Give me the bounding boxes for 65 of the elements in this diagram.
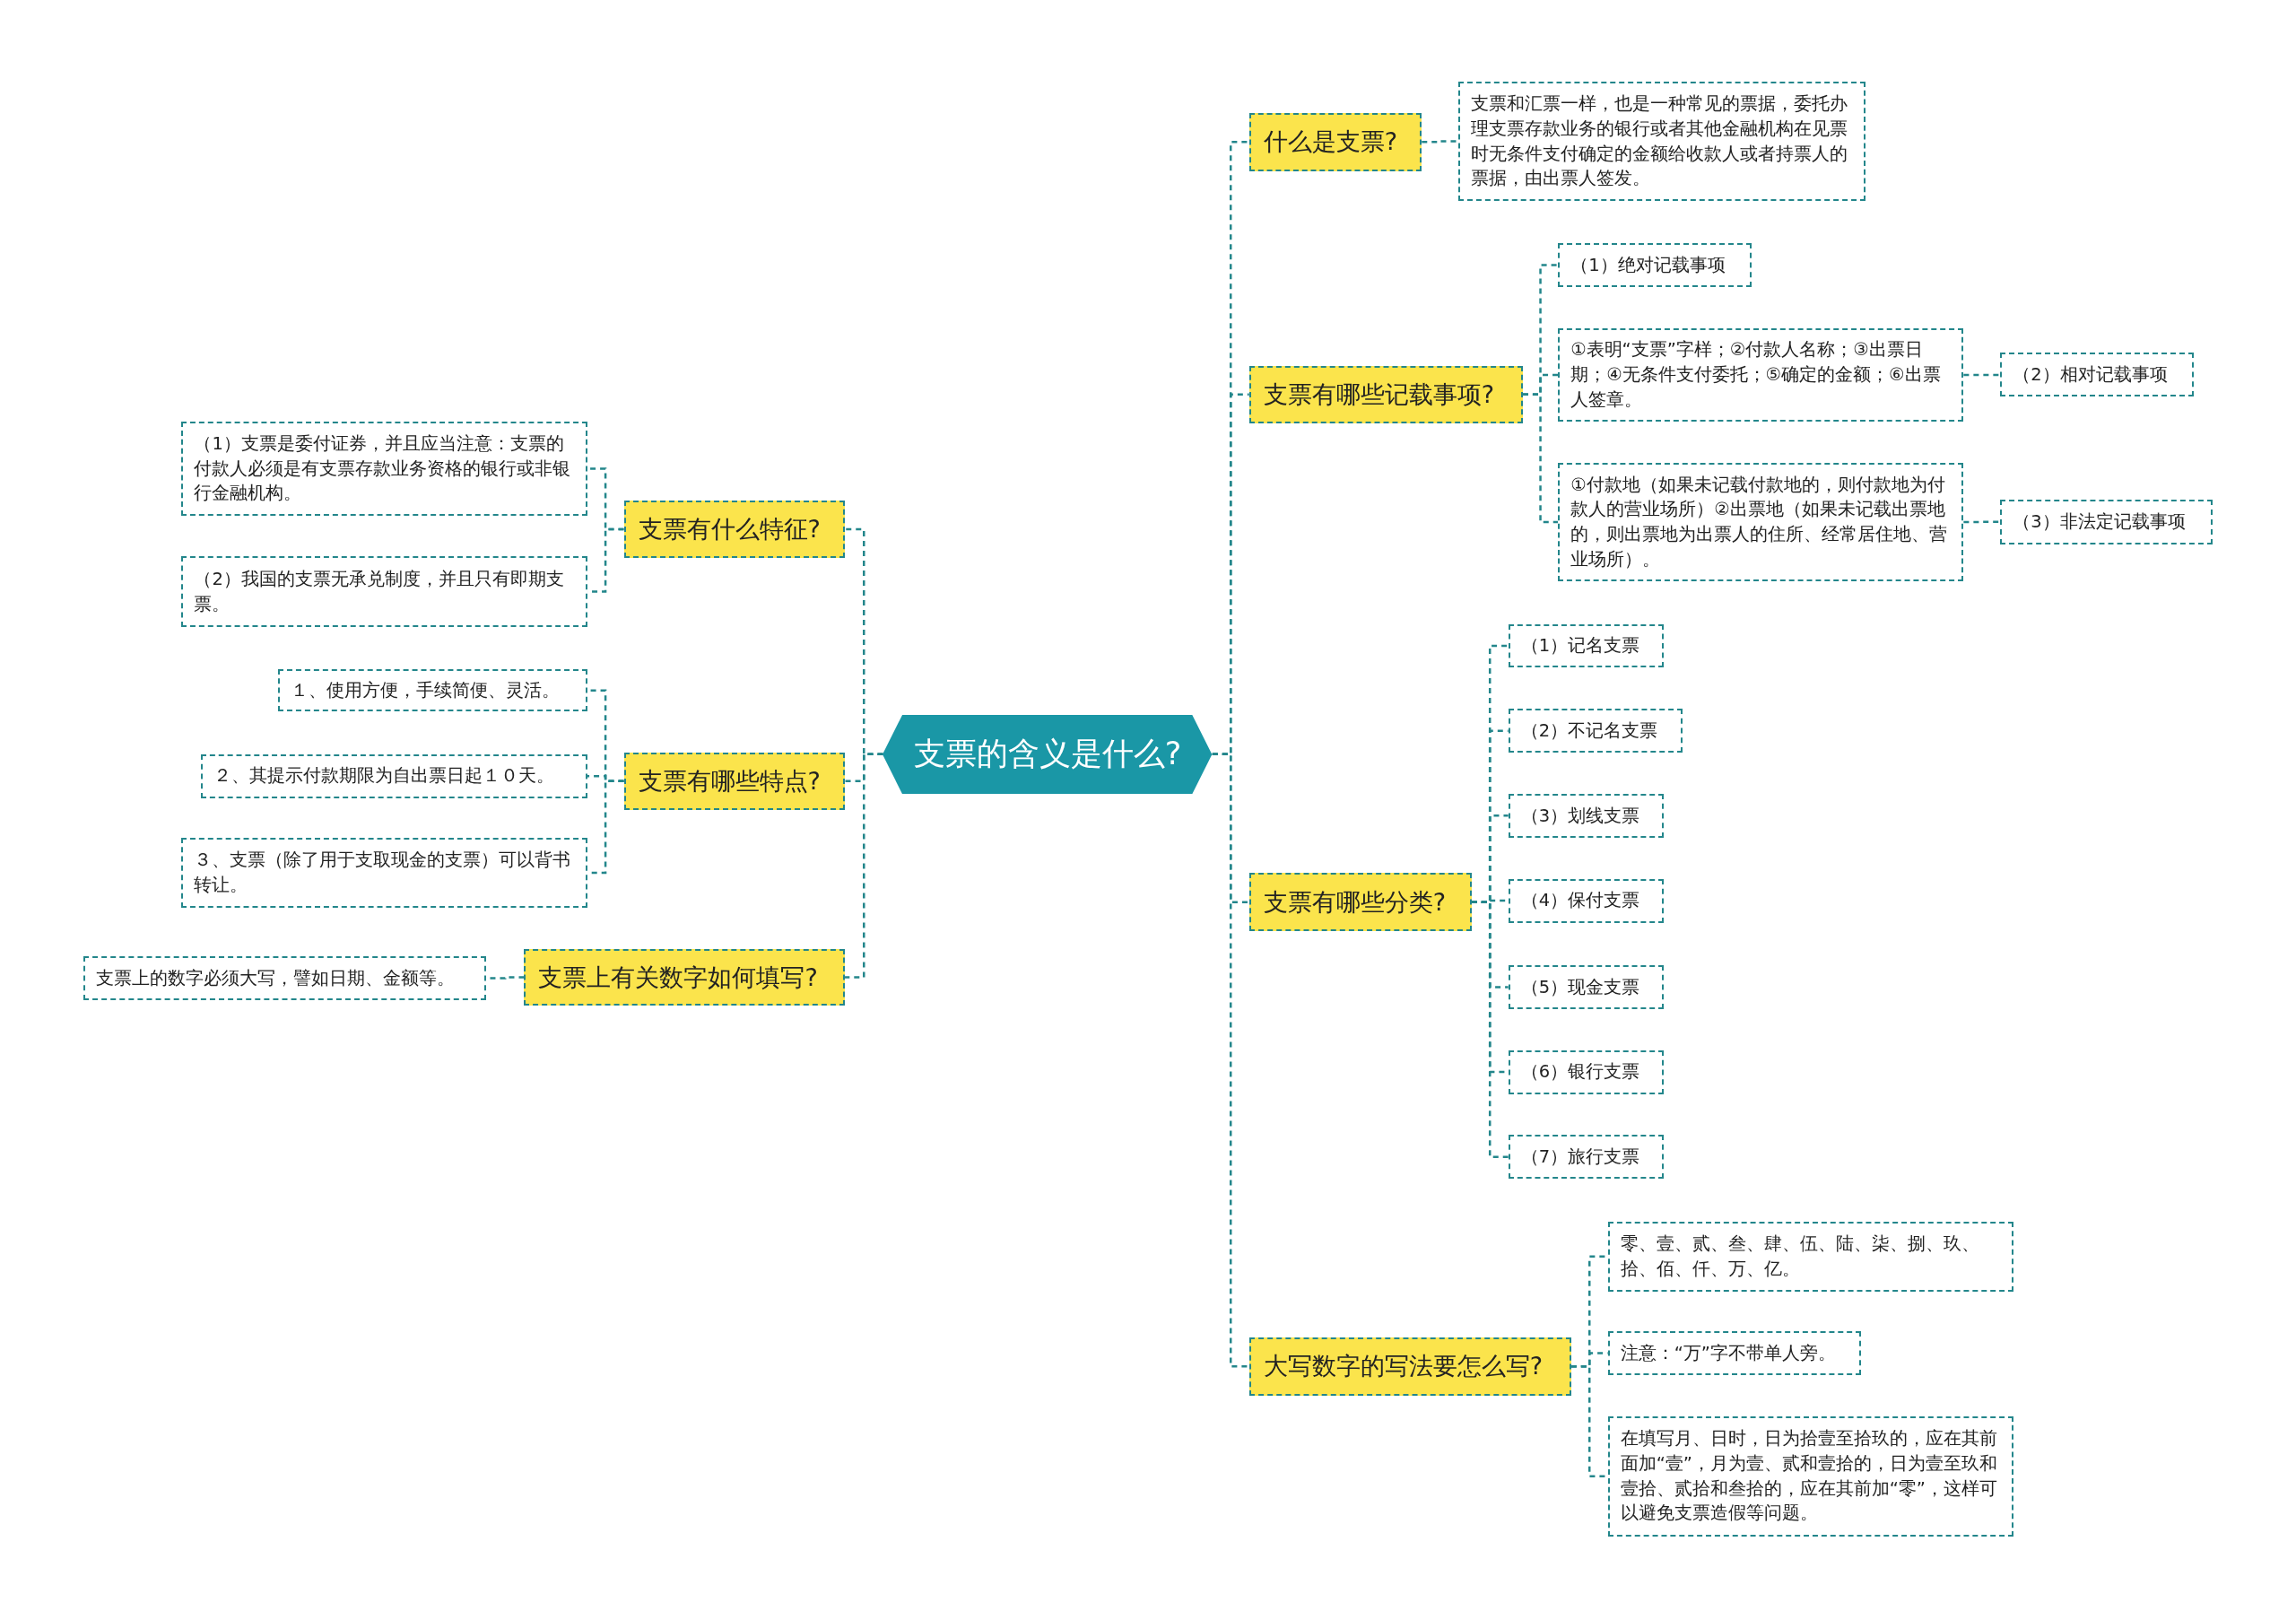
- topic-box: [1248, 873, 1472, 932]
- note-box: [1607, 1221, 2013, 1292]
- note-box: [83, 956, 486, 1001]
- note-box: [1607, 1331, 1862, 1376]
- topic-box: [1248, 112, 1422, 171]
- note-text: 零、壹、贰、叁、肆、伍、陆、柒、捌、玖、拾、佰、仟、万、亿。: [1620, 1232, 1980, 1281]
- connector-line: [1522, 393, 1559, 524]
- connector-line: [1963, 373, 2001, 377]
- note-text: １、使用方便，手续简便、灵活。: [291, 678, 561, 702]
- note-box: [1458, 82, 1866, 201]
- note-text: （7）旅行支票: [1520, 1145, 1640, 1169]
- note-text: 在填写月、日时，日为拾壹至拾玖的，应在其前面加“壹”，月为壹、贰和壹拾的，日为壹至玖和壹拾、贰拾和叁拾的，应在其前加“零”，这样可以避免支票造假等问题。: [1620, 1427, 1998, 1526]
- topic-text: 支票有哪些特点?: [638, 765, 821, 797]
- note-box: [278, 669, 587, 712]
- note-box: [1558, 243, 1752, 287]
- topic-text: 支票有哪些记载事项?: [1263, 379, 1494, 410]
- note-box: [1607, 1415, 2013, 1537]
- note-box: [1558, 327, 1964, 422]
- topic-box: [524, 948, 846, 1006]
- note-text: （3）划线支票: [1520, 804, 1640, 828]
- note-box: [1508, 709, 1683, 753]
- topic-text: 支票有什么特征?: [638, 514, 821, 545]
- note-text: （3）非法定记载事项: [2013, 510, 2186, 534]
- topic-box: [1248, 1337, 1571, 1396]
- note-box: [1508, 623, 1664, 668]
- note-text: ①付款地（如果未记载付款地的，则付款地为付款人的营业场所）②出票地（如果未记载出票地的，则出票地为出票人的住所、经常居住地、营业场所）。: [1570, 473, 1949, 571]
- note-text: （2）不记名支票: [1520, 719, 1658, 743]
- note-text: （1）记名支票: [1520, 634, 1640, 658]
- note-text: ３、支票（除了用于支取现金的支票）可以背书转让。: [194, 849, 572, 898]
- note-box: [1558, 462, 1964, 582]
- topic-text: 支票有哪些分类?: [1263, 886, 1446, 918]
- note-box: [181, 556, 587, 627]
- topic-text: 什么是支票?: [1263, 126, 1397, 158]
- note-text: （6）银行支票: [1520, 1060, 1640, 1084]
- note-box: [181, 422, 587, 516]
- note-box: [2000, 353, 2194, 397]
- note-box: [1508, 878, 1664, 923]
- note-box: [2000, 499, 2213, 545]
- note-box: [200, 753, 587, 798]
- note-text: （5）现金支票: [1520, 975, 1640, 999]
- topic-text: 大写数字的写法要怎么写?: [1263, 1351, 1543, 1382]
- topic-box: [623, 753, 845, 810]
- note-text: （1）绝对记载事项: [1570, 253, 1726, 277]
- note-text: 注意：“万”字不带单人旁。: [1620, 1341, 1836, 1365]
- note-box: [1508, 1050, 1664, 1094]
- note-text: （4）保付支票: [1520, 889, 1640, 913]
- connector-line: [1963, 520, 2001, 524]
- connector-line: [1212, 753, 1249, 1368]
- note-text: 支票和汇票一样，也是一种常见的票据，委托办理支票存款业务的银行或者其他金融机构在见票时无条件支付确定的金额给收款人或者持票人的票据，由出票人签发。: [1471, 92, 1849, 191]
- note-box: [1508, 793, 1664, 838]
- note-text: （1）支票是委付证券，并且应当注意：支票的付款人必须是有支票存款业务资格的银行或非银行金融机构。: [194, 431, 572, 506]
- note-text: （2）相对记载事项: [2013, 363, 2168, 388]
- note-text: 支票上的数字必须大写，譬如日期、金额等。: [96, 966, 456, 990]
- topic-box: [1248, 366, 1523, 423]
- note-box: [181, 837, 587, 909]
- connector-line: [845, 753, 883, 979]
- topic-box: [623, 501, 845, 558]
- note-box: [1508, 1135, 1664, 1180]
- connector-line: [1471, 901, 1509, 1158]
- note-text: （2）我国的支票无承兑制度，并且只有即期支票。: [194, 567, 565, 616]
- topic-text: 支票上有关数字如何填写?: [538, 962, 818, 993]
- note-text: ①表明“支票”字样；②付款人名称；③出票日期；④无条件支付委托；⑤确定的金额；⑥出票人签章。: [1570, 338, 1942, 412]
- note-box: [1508, 964, 1664, 1009]
- note-text: ２、其提示付款期限为自出票日起１０天。: [213, 764, 554, 788]
- central-topic-text: 支票的含义是什么?: [913, 735, 1182, 774]
